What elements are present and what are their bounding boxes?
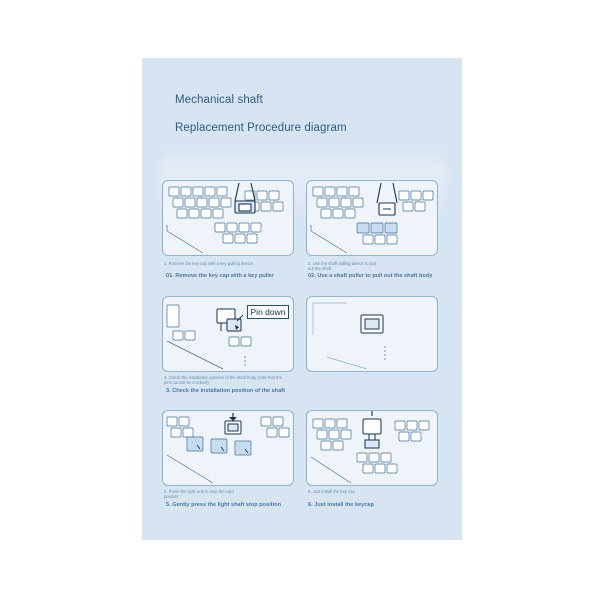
step-3-illustration: Pin down xyxy=(162,296,294,372)
step-4-illustration xyxy=(306,296,438,372)
step-2-caption: 02. Use a shaft puller to pull out the s… xyxy=(308,273,433,279)
step-1-caption-small: 1. Remove the key cap with a key pulling… xyxy=(164,261,254,266)
step-3-caption: 3. Check the installation position of th… xyxy=(166,388,286,394)
step-1-caption: 01. Remove the key cap with a key puller xyxy=(166,273,275,279)
title-line-2: Replacement Procedure diagram xyxy=(175,122,347,134)
procedure-sheet: Mechanical shaft Replacement Procedure d… xyxy=(142,58,462,540)
step-6-caption: 6. Just install the keycap xyxy=(308,502,374,508)
step-1-illustration xyxy=(162,180,294,256)
pin-down-callout: Pin down xyxy=(247,305,289,319)
step-5-caption-small: 5. Press the light axis to stop the card… xyxy=(164,489,234,499)
step-2-caption-small: 2. Use the shaft pulling device to pull … xyxy=(308,261,377,271)
step-3-caption-small: 3. Check the installation position of th… xyxy=(164,375,283,385)
step-5-illustration xyxy=(162,410,294,486)
step-5-caption: 5. Gently press the light shaft stop pos… xyxy=(166,502,281,508)
title-line-1: Mechanical shaft xyxy=(175,94,263,106)
step-6-caption-small: 6. Just install the key cap xyxy=(308,489,355,494)
step-2-illustration xyxy=(306,180,438,256)
step-6-illustration xyxy=(306,410,438,486)
